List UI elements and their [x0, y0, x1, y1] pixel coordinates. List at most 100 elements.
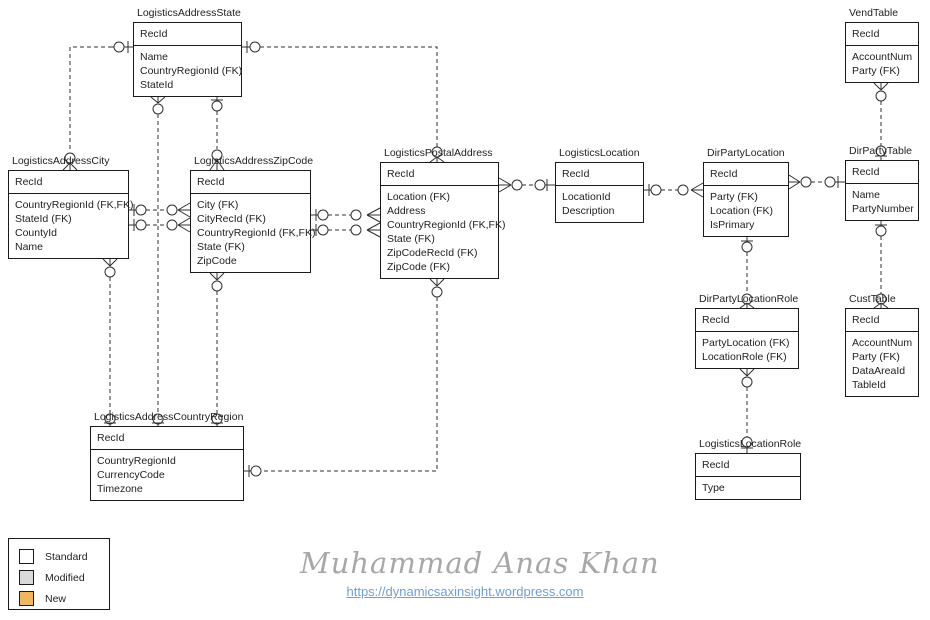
- entity-logistics-location-role: LogisticsLocationRole RecId Type: [695, 438, 801, 500]
- entity-logistics-postal-address: LogisticsPostalAddress RecId Location (F…: [380, 147, 506, 279]
- entity-key-field: RecId: [381, 163, 498, 186]
- entity-key-field: RecId: [91, 427, 243, 450]
- field: Party (FK): [852, 351, 900, 363]
- rel-postaladdress-location: [498, 177, 555, 193]
- field: Type: [702, 482, 725, 494]
- entity-key-field: RecId: [696, 454, 800, 477]
- field: StateId: [140, 79, 174, 91]
- entity-title: DirPartyTable: [849, 145, 913, 157]
- legend-label: New: [45, 592, 67, 605]
- entity-field-list: CountryRegionId (FK,FK) StateId (FK) Count…: [9, 194, 134, 258]
- field: Name: [852, 189, 881, 201]
- entity-title: DirPartyLocation: [707, 147, 785, 159]
- entity-logistics-address-zipcode: LogisticsAddressZipCode RecId City (FK)C…: [190, 155, 315, 273]
- rel-dirpartylocation-dirpartytable: [788, 174, 845, 190]
- field: CountyId: [15, 227, 58, 239]
- field: LocationId: [562, 191, 611, 203]
- entity-title: LogisticsAddressState: [137, 7, 241, 19]
- entity-logistics-address-country-region: LogisticsAddressCountryRegion RecId Coun…: [90, 411, 244, 501]
- entity-field-list: Type: [696, 477, 800, 499]
- rel-state-countryregion: [150, 96, 166, 426]
- field: ZipCodeRecId (FK): [387, 247, 478, 259]
- field: CountryRegionId (FK,FK): [387, 219, 506, 231]
- field: CountryRegionId (FK,FK): [15, 199, 134, 211]
- field: State (FK): [197, 241, 245, 253]
- field: IsPrimary: [710, 219, 755, 231]
- legend-swatch-standard: [19, 549, 34, 564]
- entity-key-field: RecId: [846, 23, 918, 46]
- rel-location-dirpartylocation: [644, 182, 704, 198]
- field: State (FK): [387, 233, 435, 245]
- field: LocationRole (FK): [702, 351, 787, 363]
- field: Address: [387, 205, 426, 217]
- field: Description: [562, 205, 615, 217]
- field: Timezone: [97, 483, 143, 495]
- entity-key-field: RecId: [696, 309, 798, 332]
- field: Name: [140, 51, 169, 63]
- field: TableId: [852, 379, 886, 391]
- watermark: Muhammad Anas Khan https://dynamicsaxins…: [300, 546, 659, 601]
- rel-zipcode-postaladdress-1: [311, 207, 381, 223]
- entity-dirparty-location: DirPartyLocation RecId Party (FK)Locatio…: [703, 147, 789, 237]
- entity-logistics-address-city: LogisticsAddressCity RecId CountryRegion…: [8, 155, 134, 259]
- legend: Standard Modified New: [8, 538, 110, 610]
- legend-row-new: New: [19, 588, 109, 609]
- rel-postaladdress-countryregion: [244, 278, 445, 477]
- entity-key-field: RecId: [556, 163, 643, 186]
- entity-key-field: RecId: [846, 309, 918, 332]
- field: CountryRegionId (FK): [140, 65, 243, 77]
- field: Location (FK): [710, 205, 774, 217]
- rel-city-zipcode-2: [129, 217, 191, 233]
- entity-field-list: PartyLocation (FK) LocationRole (FK): [696, 332, 798, 368]
- entity-title: LogisticsLocation: [559, 147, 640, 159]
- field: Party (FK): [852, 65, 900, 77]
- legend-label: Modified: [45, 571, 85, 584]
- entity-title: LogisticsAddressCountryRegion: [94, 411, 244, 423]
- entity-title: VendTable: [849, 7, 899, 19]
- field: ZipCode: [197, 255, 237, 267]
- rel-zipcode-countryregion: [209, 272, 225, 426]
- entity-title: DirPartyLocationRole: [699, 293, 799, 305]
- field: StateId (FK): [15, 213, 72, 225]
- entity-dirparty-location-role: DirPartyLocationRole RecId PartyLocation…: [695, 293, 799, 369]
- entity-field-list: Party (FK) Location (FK) IsPrimary: [704, 186, 788, 236]
- rel-zipcode-postaladdress-2: [311, 222, 381, 238]
- legend-row-modified: Modified: [19, 567, 109, 588]
- field: Location (FK): [387, 191, 451, 203]
- field: DataAreaId: [852, 365, 906, 377]
- rel-state-city: [62, 41, 133, 171]
- legend-swatch-modified: [19, 570, 34, 585]
- entity-key-field: RecId: [846, 161, 918, 184]
- entity-title: LogisticsAddressZipCode: [194, 155, 314, 167]
- field: PartyNumber: [852, 203, 914, 215]
- entity-key-field: RecId: [191, 171, 310, 194]
- entity-title: CustTable: [849, 293, 896, 305]
- field: ZipCode (FK): [387, 261, 451, 273]
- rel-city-zipcode-1: [129, 202, 191, 218]
- entity-title: LogisticsAddressCity: [12, 155, 110, 167]
- rel-city-countryregion: [102, 258, 118, 426]
- entity-title: LogisticsLocationRole: [699, 438, 802, 450]
- field: City (FK): [197, 199, 239, 211]
- watermark-link[interactable]: https://dynamicsaxinsight.wordpress.com: [346, 584, 584, 599]
- field: PartyLocation (FK): [702, 337, 790, 349]
- legend-swatch-new: [19, 591, 34, 606]
- field: Party (FK): [710, 191, 758, 203]
- field: AccountNum: [852, 51, 913, 63]
- legend-row-standard: Standard: [19, 546, 109, 567]
- entity-key-field: RecId: [134, 23, 241, 46]
- field: Name: [15, 241, 44, 253]
- field: CurrencyCode: [97, 469, 165, 481]
- entity-field-list: City (FK)CityRecId (FK)CountryRegionId (…: [191, 194, 315, 272]
- entity-title: LogisticsPostalAddress: [384, 147, 493, 159]
